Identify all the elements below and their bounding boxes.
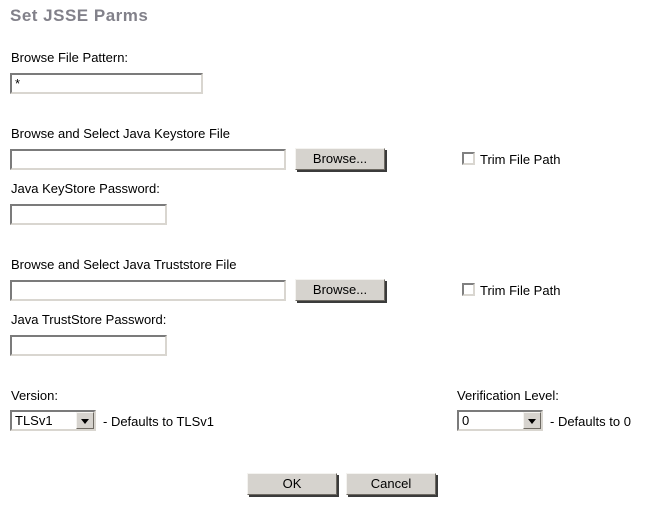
keystore-browse-button[interactable]: Browse... — [295, 148, 385, 170]
ok-button[interactable]: OK — [247, 473, 337, 495]
keystore-password-label: Java KeyStore Password: — [11, 181, 160, 196]
verification-level-dropdown-arrow-icon[interactable] — [523, 412, 541, 429]
page-title: Set JSSE Parms — [10, 6, 149, 25]
keystore-file-input[interactable] — [10, 149, 286, 170]
verification-level-label: Verification Level: — [457, 388, 559, 403]
version-label: Version: — [11, 388, 58, 403]
version-dropdown-arrow-icon[interactable] — [76, 412, 94, 429]
browse-file-pattern-label: Browse File Pattern: — [11, 50, 129, 65]
verification-level-select[interactable]: 0 — [457, 410, 543, 431]
truststore-browse-button[interactable]: Browse... — [295, 279, 385, 301]
truststore-file-input[interactable] — [10, 280, 286, 301]
keystore-trim-file-path-label: Trim File Path — [480, 152, 561, 167]
keystore-trim-file-path-checkbox[interactable] — [462, 152, 475, 165]
truststore-password-input[interactable] — [10, 335, 167, 356]
keystore-file-label: Browse and Select Java Keystore File — [11, 126, 230, 141]
truststore-file-label: Browse and Select Java Truststore File — [11, 257, 237, 272]
verification-level-default-hint: - Defaults to 0 — [550, 414, 631, 429]
truststore-trim-file-path-label: Trim File Path — [480, 283, 561, 298]
truststore-password-label: Java TrustStore Password: — [11, 312, 167, 327]
cancel-button[interactable]: Cancel — [346, 473, 436, 495]
version-default-hint: - Defaults to TLSv1 — [103, 414, 215, 429]
browse-file-pattern-input[interactable] — [10, 73, 203, 94]
truststore-trim-file-path-checkbox[interactable] — [462, 283, 475, 296]
version-select[interactable]: TLSv1 — [10, 410, 96, 431]
keystore-password-input[interactable] — [10, 204, 167, 225]
version-selected-value: TLSv1 — [15, 413, 53, 428]
verification-level-selected-value: 0 — [462, 413, 470, 428]
